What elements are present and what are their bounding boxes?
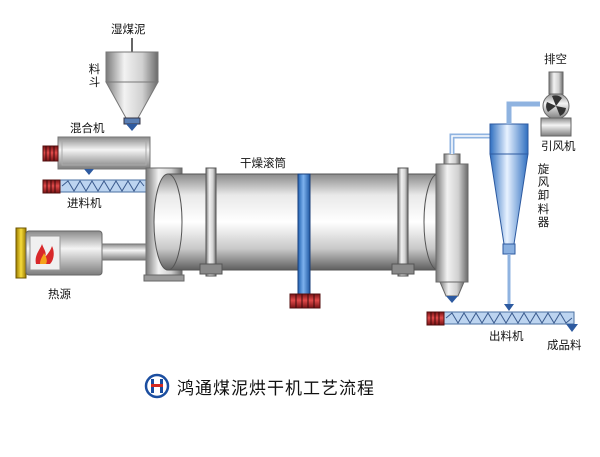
mixer-outlet-arrow — [84, 169, 94, 175]
duct-highlight — [451, 135, 492, 154]
duct-to-cyclone — [449, 133, 492, 154]
cyclone — [489, 101, 540, 311]
cyclone-cone — [489, 153, 529, 245]
label-mixer: 混合机 — [70, 121, 105, 135]
drum-inlet-end — [153, 173, 183, 271]
discharger-screw — [445, 312, 573, 324]
induced-fan — [540, 71, 572, 137]
cyclone-body — [489, 123, 529, 155]
product-arrow — [566, 324, 578, 332]
hopper-cone — [105, 81, 159, 119]
label-induced-fan: 引风机 — [541, 139, 576, 153]
dryer-drum — [153, 167, 453, 309]
label-cyclone: 旋风卸料器 — [537, 162, 550, 229]
support-roller-right — [391, 263, 415, 275]
hopper-valve — [123, 117, 141, 125]
discharge-hood-body — [435, 163, 469, 283]
footer-title: 鸿通煤泥烘干机工艺流程 — [177, 378, 375, 399]
mixer-inner-frame — [61, 140, 147, 166]
label-wet-coal: 湿煤泥 — [111, 22, 146, 36]
label-dryer-drum: 干燥滚筒 — [240, 156, 286, 170]
drive-motor — [289, 293, 321, 309]
fan-motor — [540, 117, 572, 137]
cyclone-valve — [502, 243, 516, 255]
fan-impeller-icon — [546, 95, 566, 116]
discharge-top-duct — [443, 153, 461, 165]
label-product: 成品料 — [547, 338, 582, 352]
inlet-hood-base — [143, 274, 185, 282]
drive-gear-ring — [297, 173, 311, 295]
support-roller-left — [199, 263, 223, 275]
discharge-hood-cone — [439, 281, 465, 297]
flame-icon — [35, 244, 54, 264]
label-discharger: 出料机 — [489, 329, 524, 343]
riding-ring-left — [205, 167, 217, 277]
hopper-arrow — [126, 124, 138, 131]
riding-ring-right — [397, 167, 409, 277]
mixer — [42, 136, 151, 175]
label-exhaust: 排空 — [544, 52, 567, 66]
footer: 鸿通煤泥烘干机工艺流程 — [145, 371, 375, 401]
discharge-hood — [435, 153, 469, 303]
label-hopper: 料斗 — [88, 62, 101, 90]
heat-source — [15, 227, 147, 279]
burner-front-plate — [15, 227, 27, 279]
fan-exhaust-stack — [548, 71, 564, 95]
label-feeder: 进料机 — [67, 196, 102, 210]
discharger — [426, 311, 578, 332]
hopper-body — [105, 51, 159, 83]
cyclone-drop-arrow — [504, 304, 514, 311]
air-duct — [449, 133, 492, 154]
mixer-body — [57, 136, 151, 170]
duct-to-fan — [506, 101, 540, 124]
hot-air-duct — [101, 243, 147, 261]
discharge-arrow — [446, 296, 458, 303]
feeder-screw — [61, 180, 145, 192]
label-heat-source: 热源 — [48, 287, 71, 301]
hopper — [105, 38, 159, 131]
company-logo — [144, 373, 170, 399]
flame-core-icon — [40, 253, 47, 264]
feeder — [42, 179, 147, 194]
logo-cross — [151, 384, 163, 387]
